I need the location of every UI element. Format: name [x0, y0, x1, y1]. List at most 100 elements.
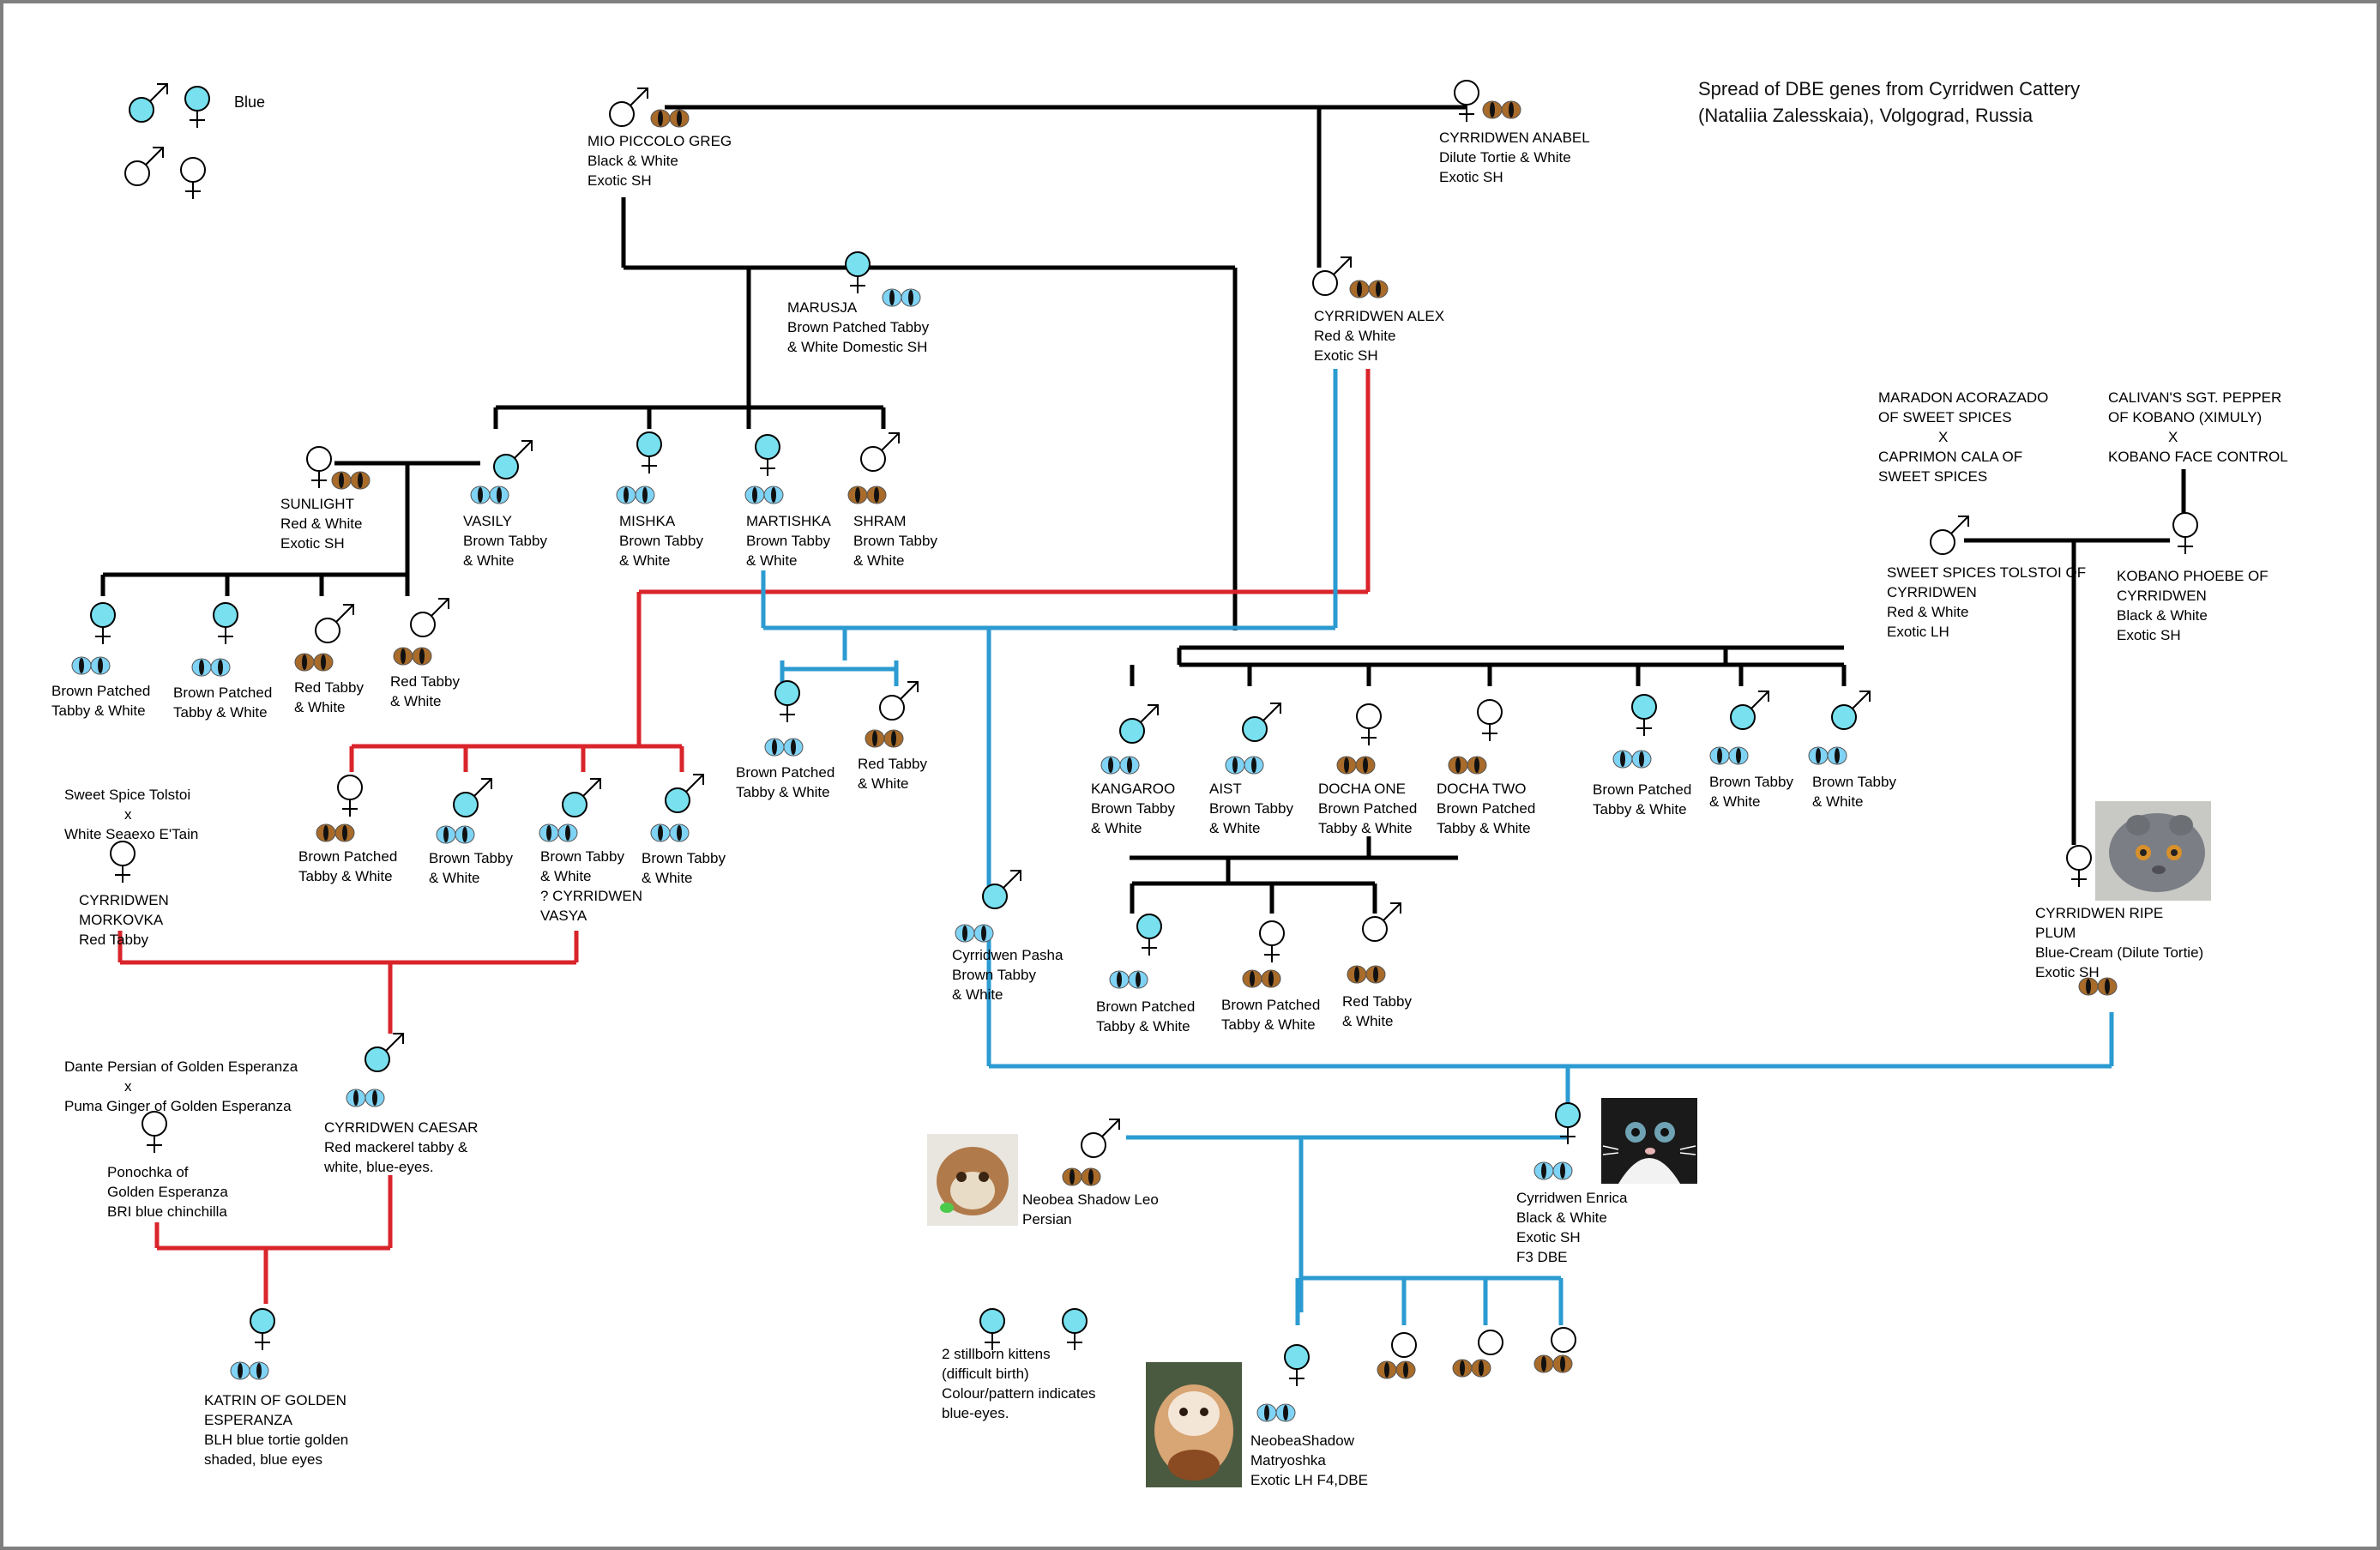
label-line: White Seaexo E'Tain [64, 826, 199, 842]
label-line: Cyrridwen Enrica [1516, 1190, 1628, 1206]
arrow-mark [1958, 516, 1969, 527]
pupil [1736, 748, 1741, 763]
pupil [1479, 1360, 1484, 1376]
label-line: 2 stillborn kittens [942, 1346, 1051, 1362]
pupil [1541, 1356, 1546, 1372]
enrica-symbol-icon [1555, 1102, 1581, 1144]
label-line: Brown Tabby [619, 533, 703, 549]
vasily-symbol-icon [493, 440, 533, 479]
label-line: Red & White [1887, 604, 1969, 620]
r2-symbol-icon [1730, 691, 1769, 730]
pupil [1251, 757, 1256, 773]
circle-mark [493, 454, 519, 479]
marusja-symbol-icon [845, 251, 871, 293]
s1-symbol-icon [90, 602, 116, 644]
arrow-mark [473, 778, 492, 797]
pupil [658, 825, 663, 841]
pupil [1717, 748, 1722, 763]
pupil [677, 825, 682, 841]
label-line: & White [1812, 793, 1864, 810]
g2-symbol-icon [1259, 920, 1285, 962]
mt2-eyes-icon [865, 729, 904, 748]
ripe-symbol-icon [2066, 845, 2092, 887]
arrow-mark [1341, 256, 1352, 268]
circle-mark [1391, 1332, 1417, 1358]
s3-label: Red Tabby& White [294, 678, 364, 717]
pupil [98, 658, 103, 673]
mk2-eyes-icon [436, 825, 475, 844]
label-line: Tabby & White [51, 703, 146, 719]
label-line: Black & White [2117, 607, 2208, 624]
arrow-mark [1390, 902, 1401, 914]
circle-mark [110, 841, 136, 866]
circle-mark [860, 446, 886, 472]
circle-mark [1081, 1132, 1106, 1158]
pupil [342, 825, 347, 841]
pupil [2105, 979, 2110, 994]
r2-eyes-icon [1709, 746, 1749, 765]
pupil [358, 473, 363, 488]
label-line: AIST [1209, 781, 1242, 797]
arrow-mark [514, 440, 533, 459]
label-line: Tabby & White [736, 784, 830, 800]
circle-mark [1284, 1344, 1310, 1370]
arrow-mark [693, 774, 704, 785]
g1-symbol-icon [1136, 914, 1162, 956]
pupil [218, 660, 223, 675]
martishka-symbol-icon [755, 434, 780, 476]
label-line: blue-eyes. [942, 1405, 1009, 1421]
circle-mark [982, 884, 1008, 909]
label-line: CYRRIDWEN [2117, 588, 2207, 604]
mk4-label: Brown Tabby& White [642, 848, 726, 888]
label-line: Brown Patched [1096, 998, 1196, 1015]
arrow-mark [685, 774, 704, 793]
mio-eyes-icon [650, 109, 690, 128]
label-line: Brown Tabby [1091, 800, 1175, 817]
circle-mark [1062, 1308, 1088, 1334]
label-line: Tabby & White [298, 868, 393, 884]
label-line: MIO PICCOLO GREG [587, 133, 732, 149]
anabel-symbol-icon [1454, 80, 1479, 122]
arrow-mark [1383, 902, 1401, 921]
mishka-symbol-icon [636, 431, 662, 473]
pupil [642, 487, 648, 503]
label-line: Exotic SH [1439, 169, 1503, 185]
pupil [1232, 757, 1238, 773]
label-line: Tabby & White [1096, 1018, 1190, 1034]
kangaroo-symbol-icon [1119, 704, 1159, 744]
kangaroo-eyes-icon [1100, 756, 1140, 775]
label-line: & White [858, 775, 909, 792]
pupil [1560, 1163, 1565, 1179]
arrow-mark [1003, 870, 1021, 889]
pupil [1136, 972, 1141, 987]
label-line: F3 DBE [1516, 1249, 1568, 1265]
alex-symbol-icon [1312, 256, 1352, 296]
kitten-b-eyes-icon [1452, 1359, 1491, 1378]
pupil [1403, 1362, 1408, 1378]
arrow-mark [393, 1033, 404, 1044]
pupil [199, 660, 204, 675]
mk2-symbol-icon [453, 778, 492, 817]
pupil [891, 731, 896, 746]
label-line: Brown Patched [1437, 800, 1536, 817]
arrow-mark [1140, 704, 1159, 723]
legend-female-blue-icon [184, 86, 210, 128]
r2-label: Brown Tabby& White [1709, 772, 1793, 811]
label-line: X [2168, 429, 2178, 445]
kitten-c-eyes-icon [1533, 1354, 1573, 1373]
sunlight-eyes-icon [331, 471, 371, 490]
circle-mark [180, 157, 206, 183]
label-line: Red Tabby [858, 756, 927, 772]
circle-mark [1259, 920, 1285, 946]
pupil [1835, 748, 1840, 763]
stillborn-label: 2 stillborn kittens(difficult birth)Colo… [942, 1344, 1096, 1423]
label-line: Brown Patched [736, 764, 835, 781]
label-line: Brown Tabby [952, 967, 1036, 983]
